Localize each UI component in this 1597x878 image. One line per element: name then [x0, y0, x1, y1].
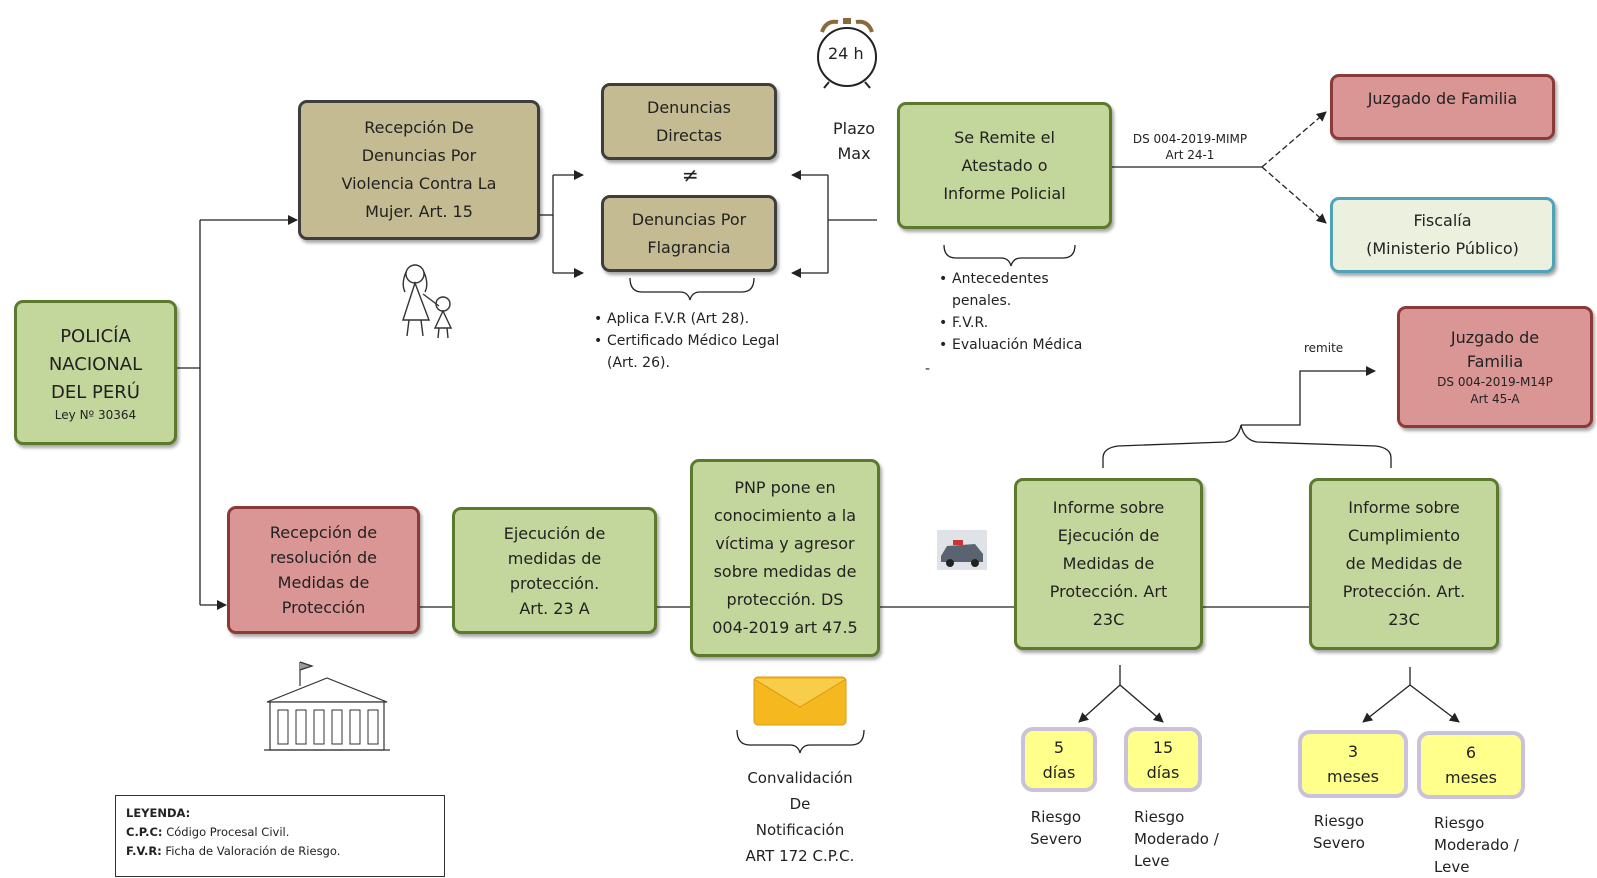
legend-item-cpc: C.P.C: Código Procesal Civil. [126, 823, 434, 842]
envelope-icon [753, 676, 847, 726]
se-remite-node: Se Remite el Atestado o Informe Policial [897, 102, 1112, 229]
recepcion-denuncias-node: Recepción De Denuncias Por Violencia Con… [298, 100, 540, 240]
outcome-box-5-dias: 5 días [1021, 727, 1097, 792]
remite-label: remite [1304, 341, 1344, 355]
ejecucion-medidas-node: Ejecución de medidas de protección. Art.… [452, 507, 657, 634]
clock-label: 24 h [828, 44, 864, 63]
legend-text-fvr: Ficha de Valoración de Riesgo. [161, 844, 341, 858]
recepcion-resolucion-node: Recepción de resolución de Medidas de Pr… [227, 506, 420, 634]
juzgado-familia-2-title: Juzgado de Familia [1450, 328, 1540, 371]
government-building-icon [264, 661, 390, 751]
legend-box: LEYENDA: C.P.C: Código Procesal Civil. F… [115, 795, 445, 877]
legend-text-cpc: Código Procesal Civil. [162, 825, 290, 839]
informe-cumplimiento-node: Informe sobre Cumplimiento de Medidas de… [1309, 478, 1499, 650]
informe-ejecucion-node: Informe sobre Ejecución de Medidas de Pr… [1014, 478, 1203, 650]
alarm-clock-icon [817, 18, 877, 89]
atestado-trailing-dash: - [925, 361, 931, 377]
juzgado-familia-2-ref: DS 004-2019-M14P Art 45-A [1437, 375, 1553, 406]
fiscalia-node: Fiscalía (Ministerio Público) [1330, 197, 1555, 273]
outcome-box-3-meses: 3 meses [1298, 730, 1408, 798]
flagrancia-bullet-1: Aplica F.V.R (Art 28). [594, 308, 837, 330]
ds-reference-label: DS 004-2019-MIMP Art 24-1 [1132, 132, 1248, 162]
outcome-box-6-meses: 6 meses [1417, 731, 1525, 799]
pnp-pone-node: PNP pone en conocimiento a la víctima y … [690, 459, 880, 657]
atestado-bullet-3: Evaluación Médica [939, 334, 1132, 356]
atestado-bullet-2: F.V.R. [939, 312, 1132, 334]
juzgado-familia-2-node: Juzgado de Familia DS 004-2019-M14P Art … [1397, 306, 1593, 428]
flagrancia-bullets: Aplica F.V.R (Art 28). Certificado Médic… [593, 308, 837, 374]
legend-abbr-fvr: F.V.R: [126, 844, 162, 858]
risk-label-1: Riesgo Severo [1030, 808, 1082, 848]
plazo-max-label: Plazo Max [833, 119, 876, 163]
pnp-law: Ley Nº 30364 [54, 407, 137, 422]
denuncias-directas-node: Denuncias Directas [601, 83, 777, 160]
legend-title: LEYENDA: [126, 806, 191, 820]
flagrancia-bullet-2: Certificado Médico Legal (Art. 26). [594, 330, 837, 374]
pnp-node: POLICÍA NACIONAL DEL PERÚ Ley Nº 30364 [14, 300, 177, 445]
risk-label-2: Riesgo Moderado / Leve [1134, 808, 1219, 870]
pnp-title: POLICÍA NACIONAL DEL PERÚ [48, 325, 143, 403]
denuncias-flagrancia-node: Denuncias Por Flagrancia [601, 195, 777, 272]
risk-label-3: Riesgo Severo [1313, 812, 1365, 852]
outcome-box-15-dias: 15 días [1124, 727, 1202, 792]
legend-item-fvr: F.V.R: Ficha de Valoración de Riesgo. [126, 842, 434, 861]
atestado-bullets: Antecedentes penales. F.V.R. Evaluación … [938, 268, 1132, 356]
convalidacion-label: Convalidación De Notificación ART 172 C.… [745, 769, 855, 865]
juzgado-familia-1-node: Juzgado de Familia [1330, 74, 1555, 140]
atestado-bullet-1: Antecedentes penales. [939, 268, 1132, 312]
not-equal-sign: ≠ [682, 163, 699, 187]
risk-label-4: Riesgo Moderado / Leve [1434, 814, 1519, 876]
police-car-icon [937, 530, 987, 570]
legend-abbr-cpc: C.P.C: [126, 825, 163, 839]
mother-child-icon [402, 264, 453, 339]
